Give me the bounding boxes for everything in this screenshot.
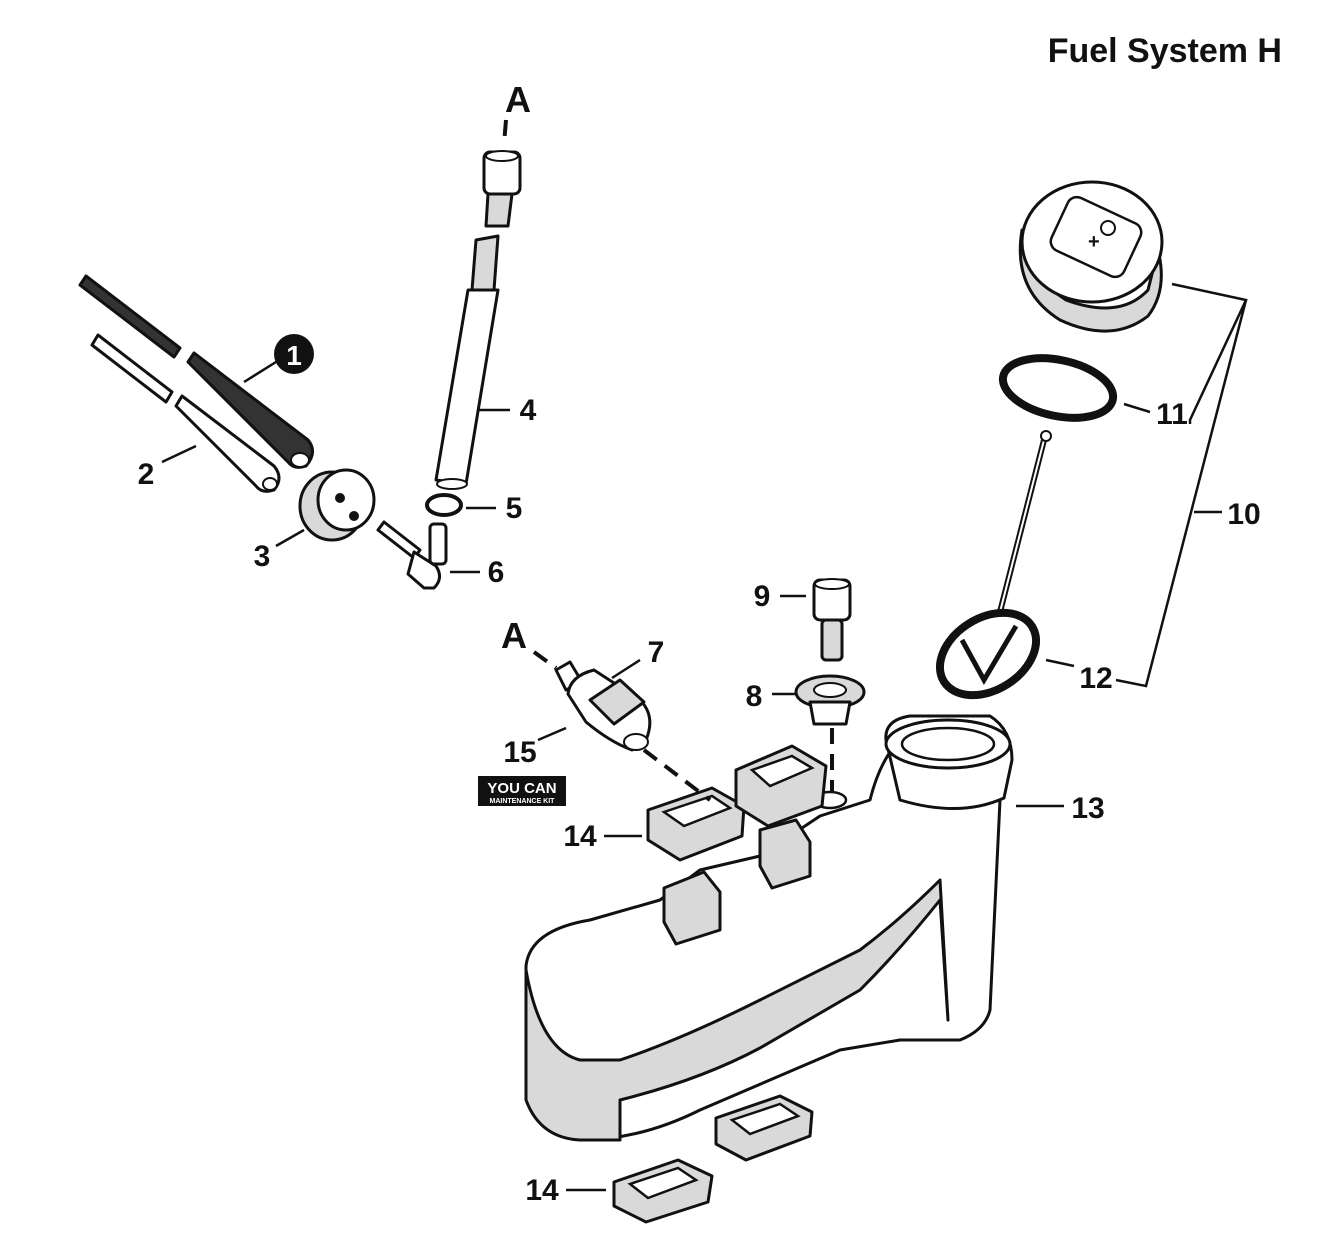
kit-logo-line1: YOU CAN xyxy=(487,780,556,797)
tank-mount-upper-left xyxy=(646,786,746,862)
label-4: 4 xyxy=(520,394,537,427)
callout-badge-number: 1 xyxy=(286,340,302,371)
fuel-line-dark xyxy=(78,274,314,469)
label-11: 11 xyxy=(1156,398,1188,431)
tank-mount-lower-right xyxy=(714,1094,814,1162)
tank-mount-upper-right xyxy=(734,744,828,828)
fuel-line-clear xyxy=(90,333,281,493)
fuel-grommet xyxy=(298,468,376,542)
label-6: 6 xyxy=(488,556,505,589)
label-8: 8 xyxy=(746,680,763,713)
label-3: 3 xyxy=(254,540,271,573)
cap-gasket xyxy=(998,354,1118,422)
label-14-lower: 14 xyxy=(525,1174,559,1207)
label-7: 7 xyxy=(648,636,665,669)
o-ring xyxy=(425,493,463,517)
leader-lines xyxy=(161,282,1248,1192)
kit-logo-line2: MAINTENANCE KIT xyxy=(490,798,556,805)
pickup-line xyxy=(434,150,522,490)
fuel-mix-icon: + xyxy=(1088,231,1100,253)
fuel-cap: + xyxy=(1018,180,1164,333)
elbow-fitting xyxy=(376,520,448,590)
diagram-title: Fuel System H xyxy=(1048,32,1282,70)
callout-badge: 1 xyxy=(274,334,314,374)
label-12: 12 xyxy=(1079,662,1112,695)
label-5: 5 xyxy=(506,492,523,525)
label-14-upper: 14 xyxy=(563,820,597,853)
fuel-filter xyxy=(554,660,652,752)
filter-to-tank-dash xyxy=(642,748,712,802)
connector-letter-filter: A xyxy=(501,615,527,656)
tank-vent xyxy=(812,578,852,662)
connector-letter-top: A xyxy=(505,79,531,120)
label-9: 9 xyxy=(754,580,771,613)
fuel-tank xyxy=(524,714,1014,1142)
label-2: 2 xyxy=(138,458,155,491)
tank-mount-lower-left xyxy=(612,1158,714,1224)
label-15: 15 xyxy=(503,736,536,769)
label-13: 13 xyxy=(1071,792,1104,825)
connector-a-top-dash xyxy=(502,119,508,145)
vent-grommet xyxy=(794,674,866,726)
label-10: 10 xyxy=(1227,498,1260,531)
maintenance-kit-logo: YOU CAN MAINTENANCE KIT xyxy=(478,776,566,806)
connector-a-filter-dash xyxy=(532,650,558,670)
cap-tether xyxy=(935,430,1052,700)
